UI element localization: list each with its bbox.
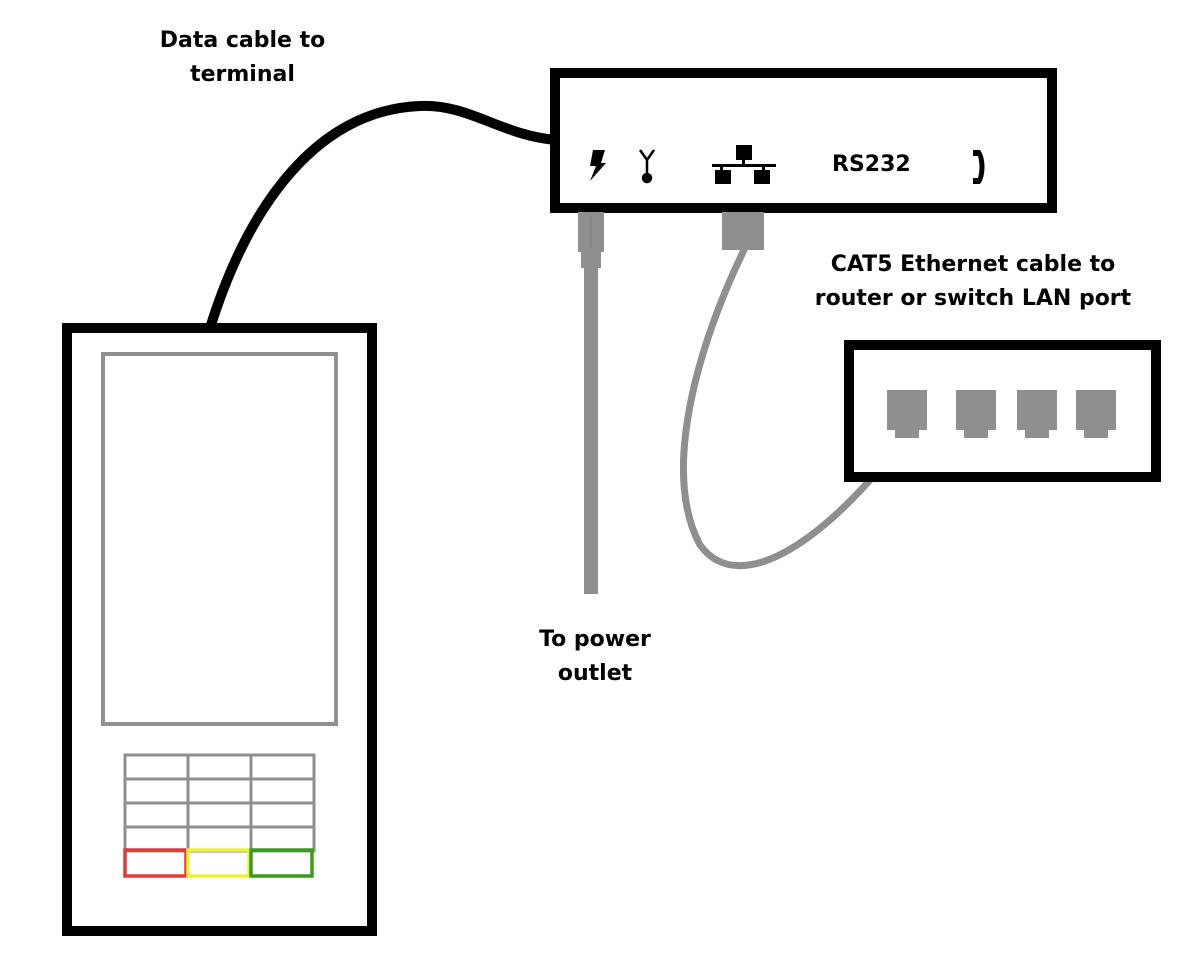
ethernet-cable: [680, 212, 916, 570]
power-icon: [590, 150, 606, 181]
lan-port: [956, 390, 996, 438]
enter-key: [249, 848, 314, 878]
ethernet-cable-label: CAT5 Ethernet cable to router or switch …: [798, 248, 1148, 316]
terminal-screen: [101, 352, 338, 726]
network-icon: [712, 145, 776, 184]
data-cable-label: Data cable to terminal: [150, 24, 335, 92]
data-cable-label-line1: Data cable to: [159, 28, 326, 53]
ethernet-cable-label-line1: CAT5 Ethernet cable to: [830, 252, 1116, 277]
power-label-line1: To power: [539, 627, 651, 652]
keypad: [123, 753, 316, 878]
clear-key: [186, 848, 251, 878]
power-label: To power outlet: [520, 623, 670, 691]
lan-port: [1017, 390, 1057, 438]
data-cable: [205, 100, 561, 333]
cancel-key: [123, 848, 188, 878]
lan-port: [1076, 390, 1116, 438]
power-label-line2: outlet: [557, 661, 633, 686]
lan-port: [887, 390, 927, 438]
lan-ports: [887, 390, 1116, 438]
rs232-label: RS232: [832, 152, 911, 177]
antenna-icon: [638, 149, 656, 184]
ethernet-cable-label-line2: router or switch LAN port: [814, 286, 1132, 311]
power-cable: [578, 212, 604, 594]
data-cable-label-line2: terminal: [190, 62, 295, 87]
base-station: [550, 68, 1057, 213]
phone-icon: [973, 150, 985, 184]
